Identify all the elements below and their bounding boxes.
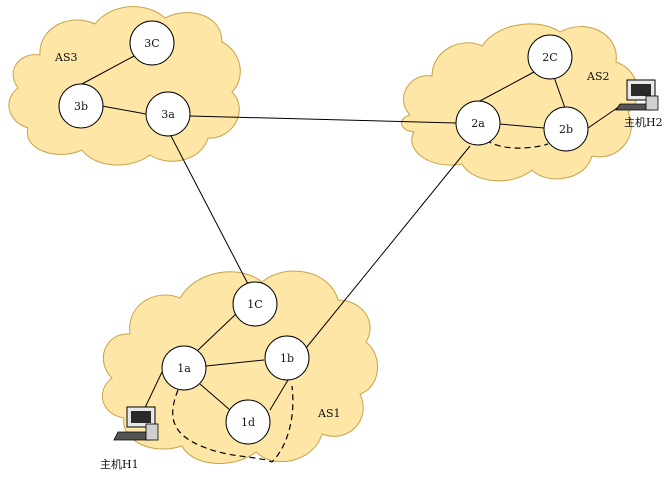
computer-icon bbox=[113, 406, 159, 441]
link-3b-3a bbox=[101, 105, 147, 115]
as1-cloud-shape bbox=[102, 270, 378, 464]
as2-cloud-shape bbox=[401, 23, 638, 182]
router-2b[interactable]: 2b bbox=[543, 106, 589, 152]
router-2c[interactable]: 2C bbox=[527, 34, 573, 80]
router-3a-label: 3a bbox=[161, 108, 175, 121]
router-1b[interactable]: 1b bbox=[264, 335, 310, 381]
as1-cloud bbox=[102, 270, 378, 464]
link-3a-1c bbox=[169, 133, 249, 285]
router-3b[interactable]: 3b bbox=[58, 83, 104, 129]
host-h2-label: 主机H2 bbox=[624, 115, 663, 129]
as3-label: AS3 bbox=[54, 51, 77, 64]
link-1a-1c bbox=[195, 313, 237, 353]
host-h1[interactable]: 主机H1 bbox=[100, 406, 159, 471]
dashed-paths bbox=[172, 139, 549, 463]
router-3b-label: 3b bbox=[74, 100, 88, 113]
as2-label: AS2 bbox=[586, 70, 609, 83]
host-h1-label: 主机H1 bbox=[100, 457, 139, 471]
dashed-path-as1 bbox=[172, 385, 294, 463]
router-3c[interactable]: 3C bbox=[129, 20, 175, 66]
router-2b-label: 2b bbox=[559, 123, 573, 136]
link-3b-3c bbox=[81, 55, 135, 85]
link-1b-1d bbox=[269, 379, 289, 411]
link-2a-1b bbox=[305, 145, 471, 349]
link-1a-1b bbox=[205, 359, 265, 367]
router-1a-label: 1a bbox=[177, 362, 191, 375]
as3-cloud-shape bbox=[8, 6, 241, 166]
link-3a-2a bbox=[189, 115, 457, 124]
link-2a-2b bbox=[499, 123, 545, 129]
router-3c-label: 3C bbox=[144, 37, 159, 50]
as2-cloud bbox=[401, 23, 638, 182]
router-1d[interactable]: 1d bbox=[225, 399, 271, 445]
router-1c-label: 1C bbox=[247, 298, 262, 311]
as1-label: AS1 bbox=[317, 407, 340, 420]
link-1a-1d bbox=[199, 383, 231, 411]
router-3a[interactable]: 3a bbox=[145, 91, 191, 137]
as3-cloud bbox=[8, 6, 241, 166]
router-1d-label: 1d bbox=[241, 416, 255, 429]
links bbox=[81, 55, 621, 415]
router-2a-label: 2a bbox=[471, 117, 485, 130]
host-h2[interactable]: 主机H2 bbox=[615, 79, 663, 129]
dashed-path-as2 bbox=[485, 139, 549, 149]
computer-icon bbox=[615, 79, 659, 111]
router-1a[interactable]: 1a bbox=[161, 345, 207, 391]
link-2b-h2 bbox=[587, 105, 621, 129]
router-2c-label: 2C bbox=[542, 51, 557, 64]
router-2a[interactable]: 2a bbox=[455, 100, 501, 146]
router-1b-label: 1b bbox=[280, 352, 294, 365]
link-2a-2c bbox=[477, 71, 535, 103]
link-2c-2b bbox=[553, 76, 566, 109]
router-1c[interactable]: 1C bbox=[232, 281, 278, 327]
